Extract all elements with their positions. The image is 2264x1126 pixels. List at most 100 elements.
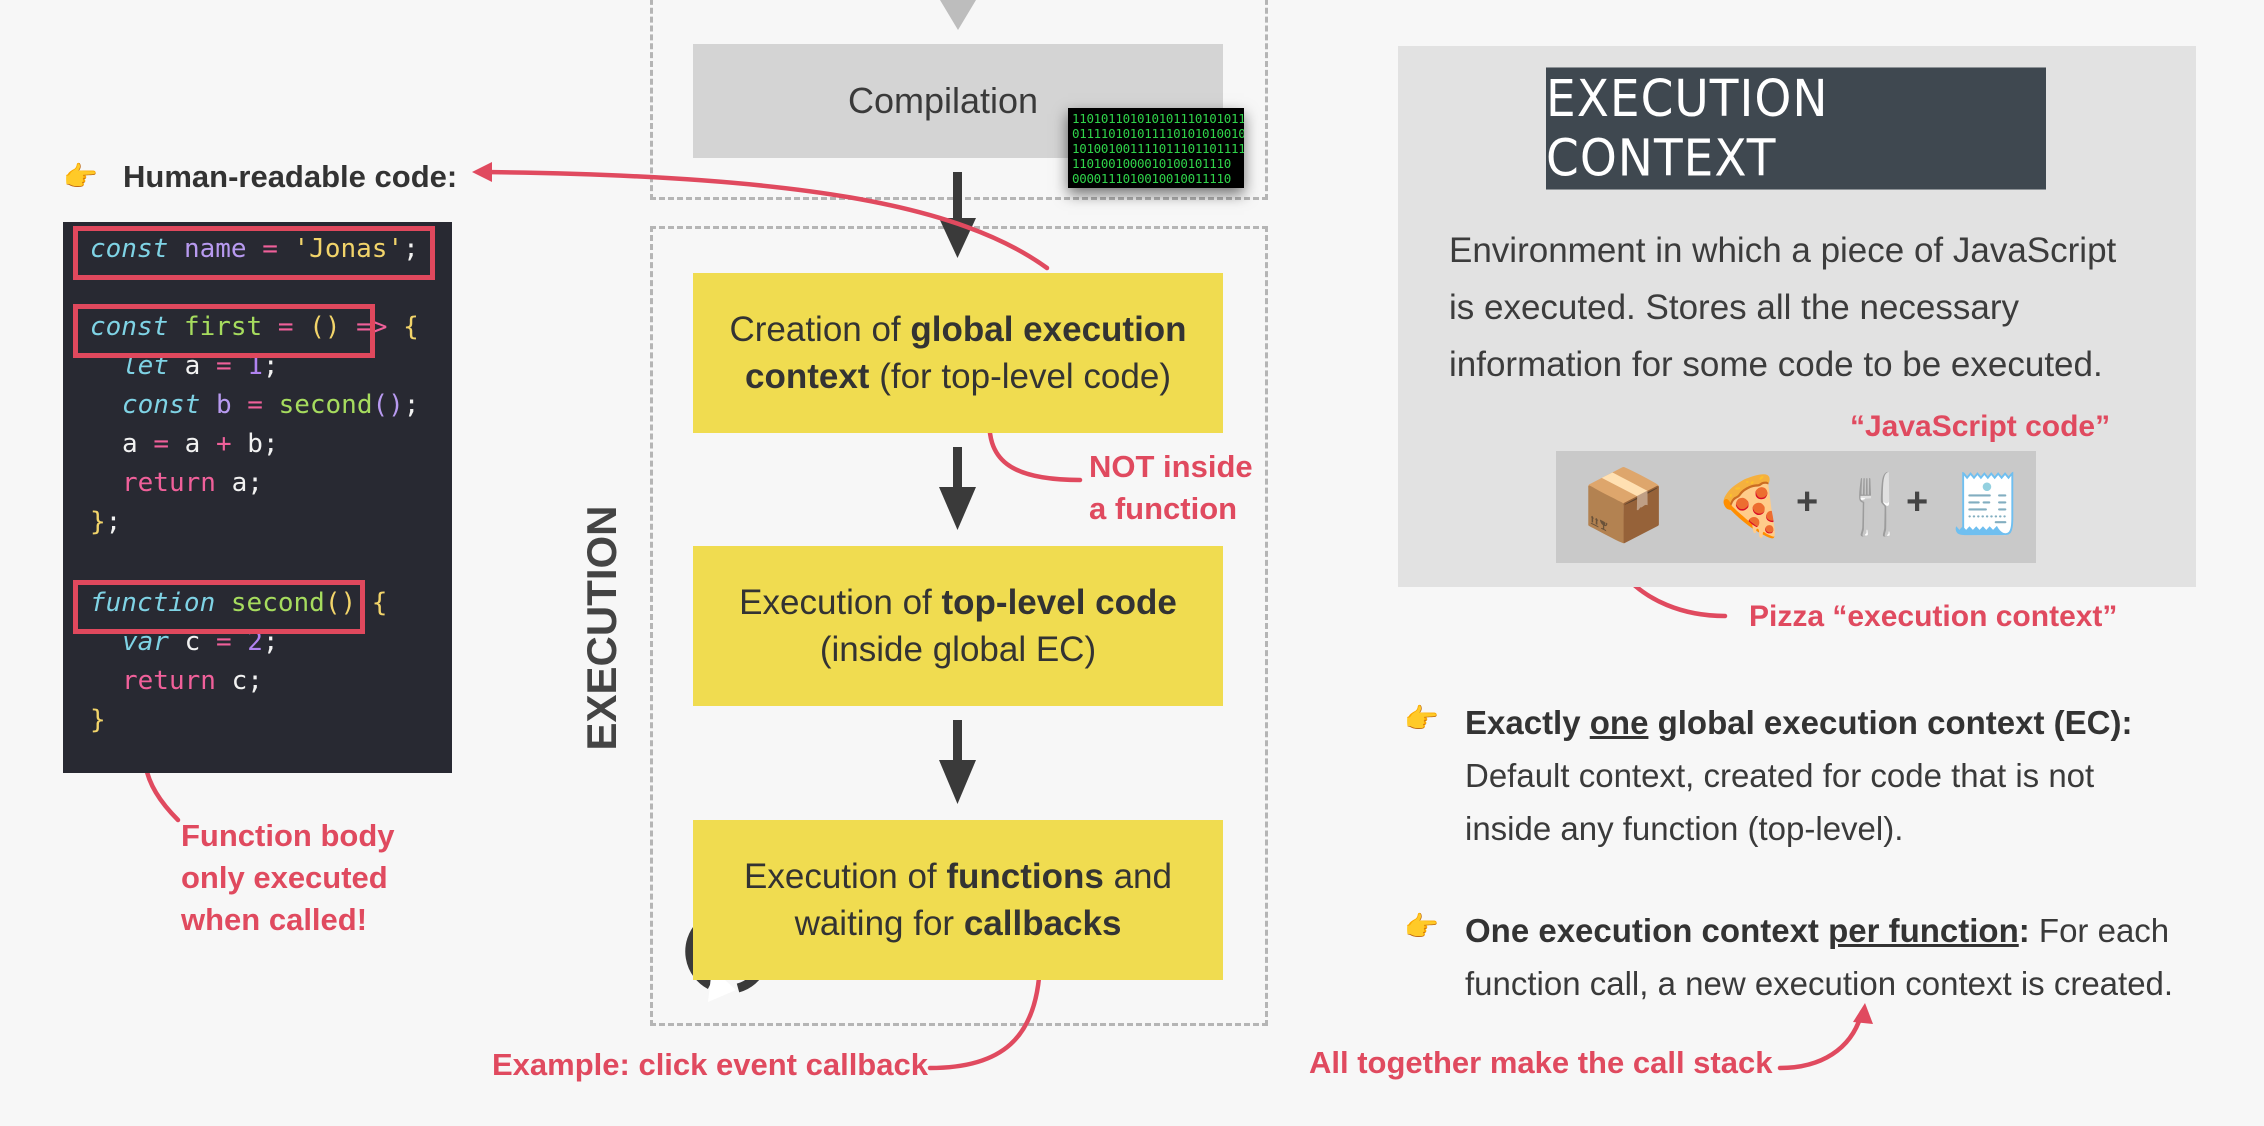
step-bold: global execution: [910, 310, 1187, 349]
code-token: 'Jonas': [293, 234, 404, 264]
code-token: a: [231, 468, 248, 498]
human-readable-label: Human-readable code:: [123, 159, 458, 194]
step-bold: functions: [946, 857, 1104, 896]
code-token: =: [215, 351, 232, 381]
bullet-line: function call, a new execution context i…: [1465, 965, 2174, 1002]
code-token: +: [215, 429, 232, 459]
function-body-note: Function body only executed when called!: [181, 815, 395, 941]
hand-pointing-right-icon: 👉: [1404, 703, 1439, 734]
step-line: waiting for callbacks: [795, 900, 1122, 947]
bullet-bold: :: [2018, 912, 2030, 949]
step-line: context (for top-level code): [745, 353, 1171, 400]
plus-sign: +: [1906, 481, 1929, 523]
not-inside-function-note: NOT inside a function: [1089, 446, 1253, 530]
step-line: Execution of top-level code: [739, 579, 1177, 626]
code-line: return c;: [122, 666, 263, 696]
code-line: a = a + b;: [122, 429, 279, 459]
step-text: and: [1103, 857, 1172, 896]
code-token: ;: [247, 468, 263, 498]
code-token: ;: [262, 351, 279, 381]
code-line: const first = () => {: [90, 312, 419, 342]
code-token: (): [324, 588, 357, 618]
step-text: (inside global EC): [819, 630, 1097, 669]
code-token: a: [184, 429, 201, 459]
note-line: a function: [1089, 491, 1238, 526]
pizza-ec-note: Pizza “execution context”: [1749, 600, 2118, 633]
step-text: Creation of: [729, 310, 911, 349]
highlight-name-declaration: [73, 226, 435, 280]
bullet-global-ec: Exactly one global execution context (EC…: [1465, 696, 2132, 855]
code-token: 1: [247, 351, 263, 381]
desc-line: information for some code to be executed…: [1449, 345, 2103, 384]
fork-knife-icon: 🍴: [1840, 472, 1913, 537]
hand-pointing-right-icon: 👉: [63, 161, 98, 192]
code-token: second: [230, 588, 325, 618]
code-token: }: [90, 705, 106, 735]
code-line: }: [90, 705, 106, 735]
binary-line: 1101011010101011101010110: [1072, 111, 1244, 126]
binary-line: 0000111010010010011110: [1072, 171, 1231, 186]
step-bold: callbacks: [963, 904, 1122, 943]
call-stack-note: All together make the call stack: [1309, 1045, 1773, 1080]
pizza-analogy-bar: 📦 🍕 + 🍴 + 🧾: [1556, 451, 2036, 563]
code-token: {: [403, 312, 419, 342]
bullet-bold: Exactly: [1465, 704, 1590, 741]
desc-line: is executed. Stores all the necessary: [1449, 288, 2020, 327]
hand-pointing-right-icon: 👉: [1404, 911, 1439, 942]
compilation-label: Compilation: [847, 80, 1039, 121]
code-line: let a = 1;: [122, 351, 279, 381]
code-token: }: [90, 507, 106, 537]
top-down-arrow-icon: [940, 0, 976, 30]
bullet-bold: global execution context (EC):: [1648, 704, 2133, 741]
code-token: ;: [262, 429, 279, 459]
note-line: only executed: [181, 860, 388, 895]
code-token: return: [122, 666, 216, 696]
note-line: Function body: [181, 818, 395, 853]
code-token: name: [183, 234, 247, 264]
step-text: waiting for: [794, 904, 964, 943]
step-text: Execution of: [744, 857, 947, 896]
binary-code-image: 1101011010101011101010110 01111010101111…: [1068, 108, 1244, 188]
code-token: c: [184, 627, 201, 657]
code-token: {: [371, 588, 388, 618]
code-token: const: [90, 312, 169, 342]
bullet-text: For each: [2029, 912, 2170, 949]
code-line: return a;: [122, 468, 263, 498]
bullet-underline: per function: [1828, 912, 2019, 949]
code-token: 2: [247, 627, 263, 657]
bullet-line: inside any function (top-level).: [1465, 810, 1904, 847]
code-token: (): [372, 390, 404, 420]
note-line: NOT inside: [1089, 449, 1253, 484]
step-bold: top-level code: [941, 583, 1177, 622]
code-line: const b = second();: [122, 390, 419, 420]
code-token: c: [231, 666, 248, 696]
code-token: const: [90, 234, 169, 264]
javascript-code-note: “JavaScript code”: [1850, 410, 2111, 443]
bullet-per-function-ec: One execution context per function: For …: [1465, 904, 2173, 1010]
code-token: a: [122, 429, 138, 459]
code-line: function second() {: [90, 588, 387, 618]
code-token: ;: [403, 234, 419, 264]
code-token: second: [278, 390, 373, 420]
bullet-bold: One execution context: [1465, 912, 1829, 949]
binary-line: 0111101010111101010100100: [1072, 126, 1244, 141]
code-token: function: [90, 588, 216, 618]
code-token: =: [153, 429, 169, 459]
code-token: (): [309, 312, 341, 342]
step-functions-execution: Execution of functions and waiting for c…: [693, 820, 1223, 980]
code-token: ;: [105, 507, 122, 537]
plus-sign: +: [1796, 481, 1819, 523]
code-token: ;: [403, 390, 420, 420]
execution-context-title: EXECUTION CONTEXT: [1546, 67, 2046, 190]
binary-line: 1101001000010100101110: [1072, 156, 1231, 171]
step-global-ec-creation: Creation of global execution context (fo…: [693, 273, 1223, 433]
bullet-line: Default context, created for code that i…: [1465, 757, 2095, 794]
code-token: =: [277, 312, 294, 342]
execution-vertical-label: EXECUTION: [578, 505, 625, 751]
code-token: =: [247, 390, 263, 420]
pizza-icon: 🍕: [1714, 474, 1787, 539]
code-token: =: [215, 627, 232, 657]
bullet-heading: One execution context per function: For …: [1465, 904, 2173, 957]
highlight-second-declaration: [73, 580, 365, 634]
step-line: Creation of global execution: [729, 306, 1186, 353]
